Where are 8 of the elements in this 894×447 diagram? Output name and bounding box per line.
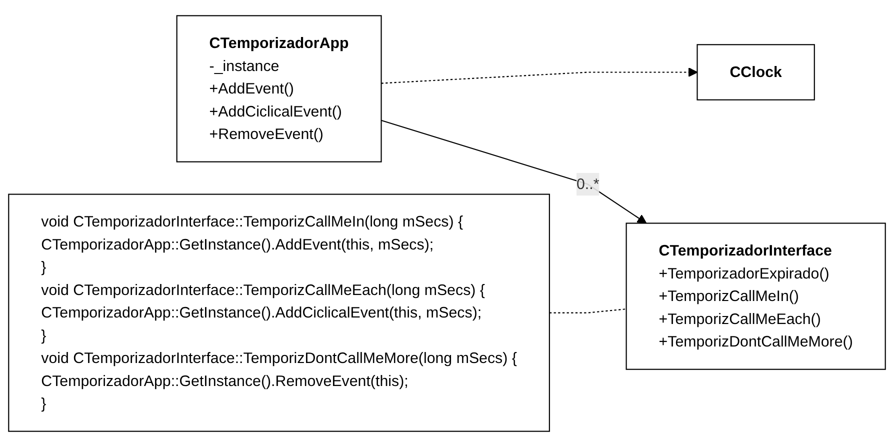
node-box: CTemporizadorInterface +TemporizadorExpirado() +TemporizCallMeIn() +TemporizCallMeEach() +TemporizDontCallMeMore() (626, 222, 886, 370)
arrow (381, 67, 698, 84)
connector (549, 308, 626, 314)
node-box: CClock (696, 44, 815, 100)
edge-label: 0..* (576, 175, 600, 192)
node-box: CTemporizadorApp -_instance +AddEvent() +AddCiclicalEvent() +RemoveEvent() (176, 15, 382, 162)
arrow (381, 120, 647, 224)
node-box: void CTemporizadorInterface::TemporizCallMeIn(long mSecs) { CTemporizadorApp::GetInstance().AddEvent(this, mSecs); } void CTemporizadorInterface::TemporizCallMeEach(long mSecs) { CTemporizadorApp::GetInstance().AddCiclicalEvent(this, mSecs); } void CTemporizadorInterface::TemporizDontCallMeMore(long mSecs) { CTemporizadorApp::GetInstance().RemoveEvent(this); } (8, 194, 550, 432)
